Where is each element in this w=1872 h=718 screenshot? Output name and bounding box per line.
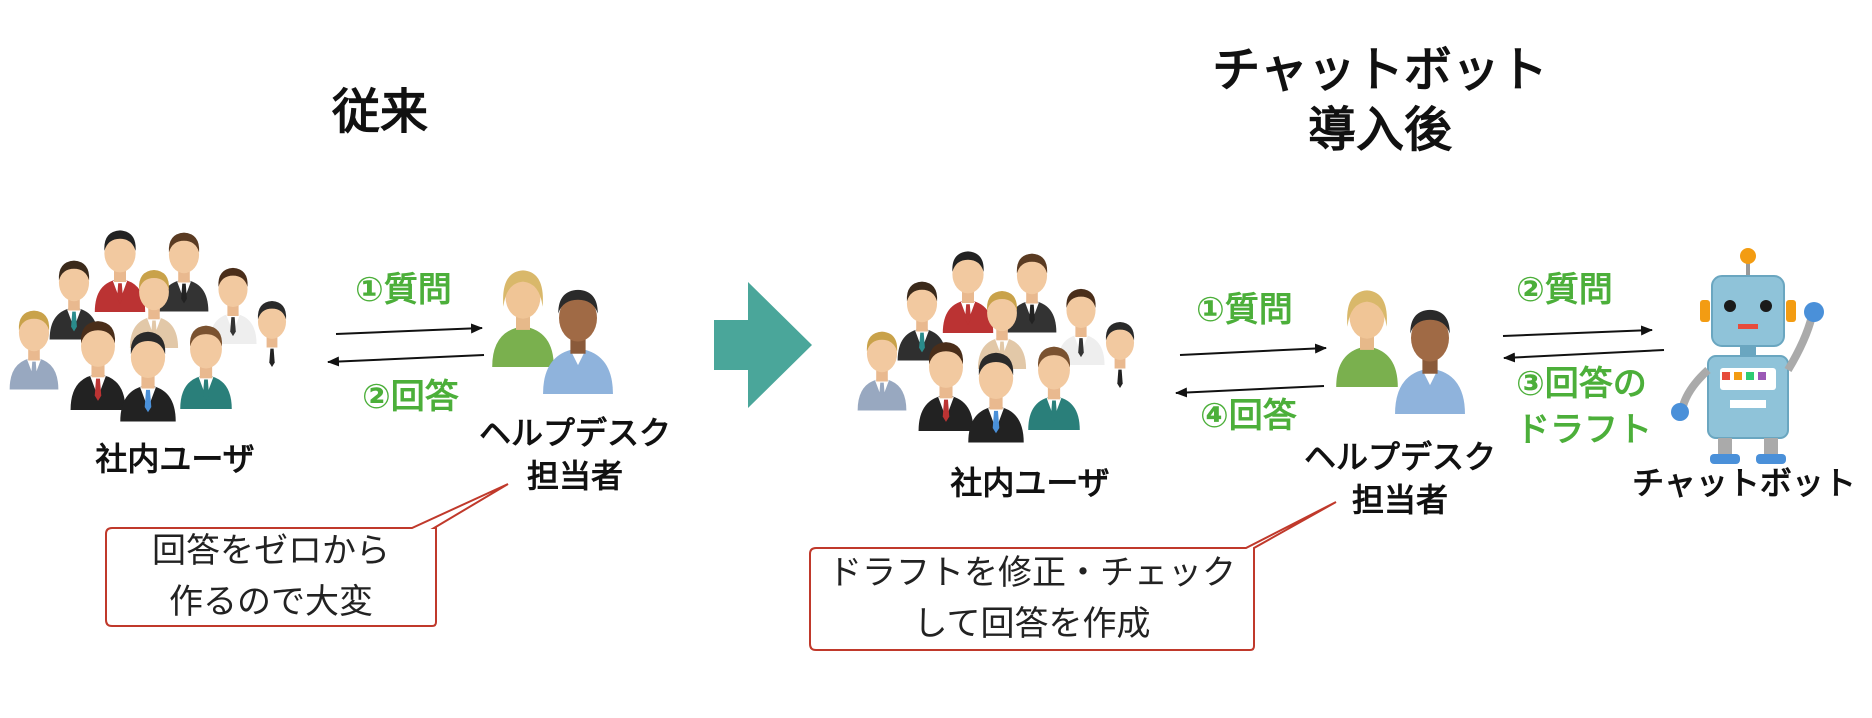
before-title: 従来	[331, 84, 428, 140]
draft-label-line2: ドラフト	[1516, 409, 1652, 450]
question-arrow	[1179, 343, 1327, 356]
bot-label: チャットボット	[1632, 464, 1856, 502]
draft-label-line1: ③回答の	[1516, 364, 1647, 404]
helpdesk-staff-icon	[1336, 290, 1465, 414]
users-label: 社内ユーザ	[950, 464, 1110, 502]
note-text: 回答をゼロから 作るので大変	[106, 526, 436, 628]
bot-question-arrow	[1502, 325, 1653, 337]
helpdesk-label: ヘルプデスク 担当者	[465, 412, 685, 498]
question-label: ①質問	[355, 270, 452, 310]
helpdesk-staff-icon	[492, 270, 613, 394]
after-title: チャットボット 導入後	[1180, 40, 1580, 160]
helpdesk-label-line2: 担当者	[1351, 481, 1448, 520]
note-bubble	[105, 483, 509, 627]
note-bubble	[809, 501, 1337, 651]
answer-arrow	[1175, 385, 1325, 398]
user-crowd-icon	[10, 230, 295, 421]
transition-arrow-icon	[714, 282, 812, 408]
user-crowd-icon	[858, 251, 1143, 442]
helpdesk-label: ヘルプデスク 担当者	[1290, 436, 1510, 522]
answer-label: ②回答	[362, 377, 459, 417]
after-title-line2: 導入後	[1307, 102, 1452, 158]
note-line1: 回答をゼロから	[152, 531, 390, 571]
chatbot-robot-icon	[1671, 248, 1824, 464]
after-title-line1: チャットボット	[1212, 42, 1548, 98]
helpdesk-label-line1: ヘルプデスク	[1303, 438, 1496, 476]
note-line2: 作るので大変	[169, 582, 373, 622]
question-arrow	[335, 323, 483, 335]
answer-label: ④回答	[1200, 396, 1297, 436]
note-line1: ドラフトを修正・チェック	[828, 553, 1236, 593]
helpdesk-label-line1: ヘルプデスク	[478, 414, 671, 452]
bot-question-label: ②質問	[1516, 270, 1613, 310]
note-line2: して回答を作成	[913, 604, 1151, 644]
note-text: ドラフトを修正・チェック して回答を作成	[810, 548, 1254, 650]
draft-label: ③回答の ドラフト	[1516, 362, 1652, 454]
question-label: ①質問	[1196, 290, 1293, 330]
users-label: 社内ユーザ	[95, 440, 255, 478]
answer-arrow	[327, 354, 485, 367]
draft-arrow	[1503, 349, 1665, 363]
helpdesk-label-line2: 担当者	[526, 457, 623, 496]
